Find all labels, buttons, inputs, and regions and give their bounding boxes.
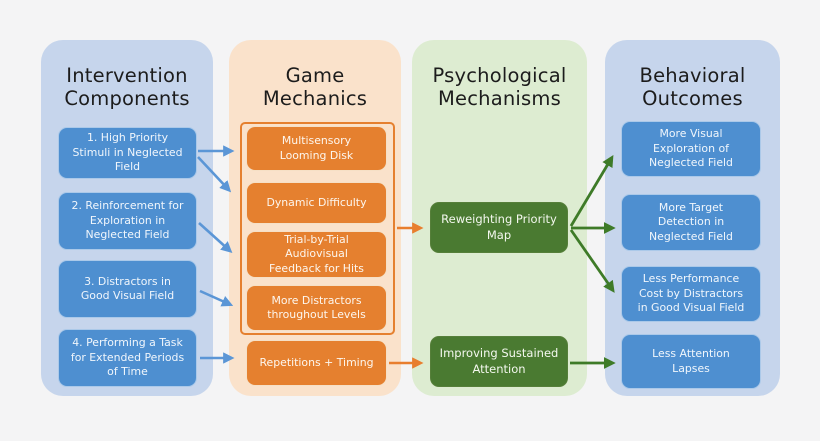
node-reinforcement-exploration: 2. Reinforcement for Exploration in Negl…	[58, 192, 197, 250]
node-more-target-detection: More Target Detection in Neglected Field	[621, 194, 761, 251]
node-distractors-good-field: 3. Distractors in Good Visual Field	[58, 260, 197, 318]
node-reweighting-priority-map: Reweighting Priority Map	[430, 202, 568, 253]
column-title-behavioral-outcomes: Behavioral Outcomes	[639, 64, 746, 110]
node-multisensory-looming-disk: Multisensory Looming Disk	[246, 126, 387, 171]
node-repetitions-timing: Repetitions + Timing	[246, 340, 387, 386]
game-mechanics-group-border	[240, 122, 395, 335]
node-extended-task: 4. Performing a Task for Extended Period…	[58, 329, 197, 387]
node-less-attention-lapses: Less Attention Lapses	[621, 334, 761, 389]
node-dynamic-difficulty: Dynamic Difficulty	[246, 182, 387, 224]
node-more-visual-exploration: More Visual Exploration of Neglected Fie…	[621, 121, 761, 177]
column-title-game-mechanics: Game Mechanics	[262, 64, 368, 110]
column-title-psychological-mechanisms: Psychological Mechanisms	[432, 64, 567, 110]
column-title-intervention-components: Intervention Components	[64, 64, 190, 110]
node-trial-feedback: Trial-by-Trial Audiovisual Feedback for …	[246, 231, 387, 278]
node-less-performance-cost: Less Performance Cost by Distractors in …	[621, 266, 761, 322]
node-more-distractors-levels: More Distractors throughout Levels	[246, 285, 387, 331]
node-high-priority-stimuli: 1. High Priority Stimuli in Neglected Fi…	[58, 127, 197, 179]
node-improving-sustained-attention: Improving Sustained Attention	[430, 336, 568, 387]
